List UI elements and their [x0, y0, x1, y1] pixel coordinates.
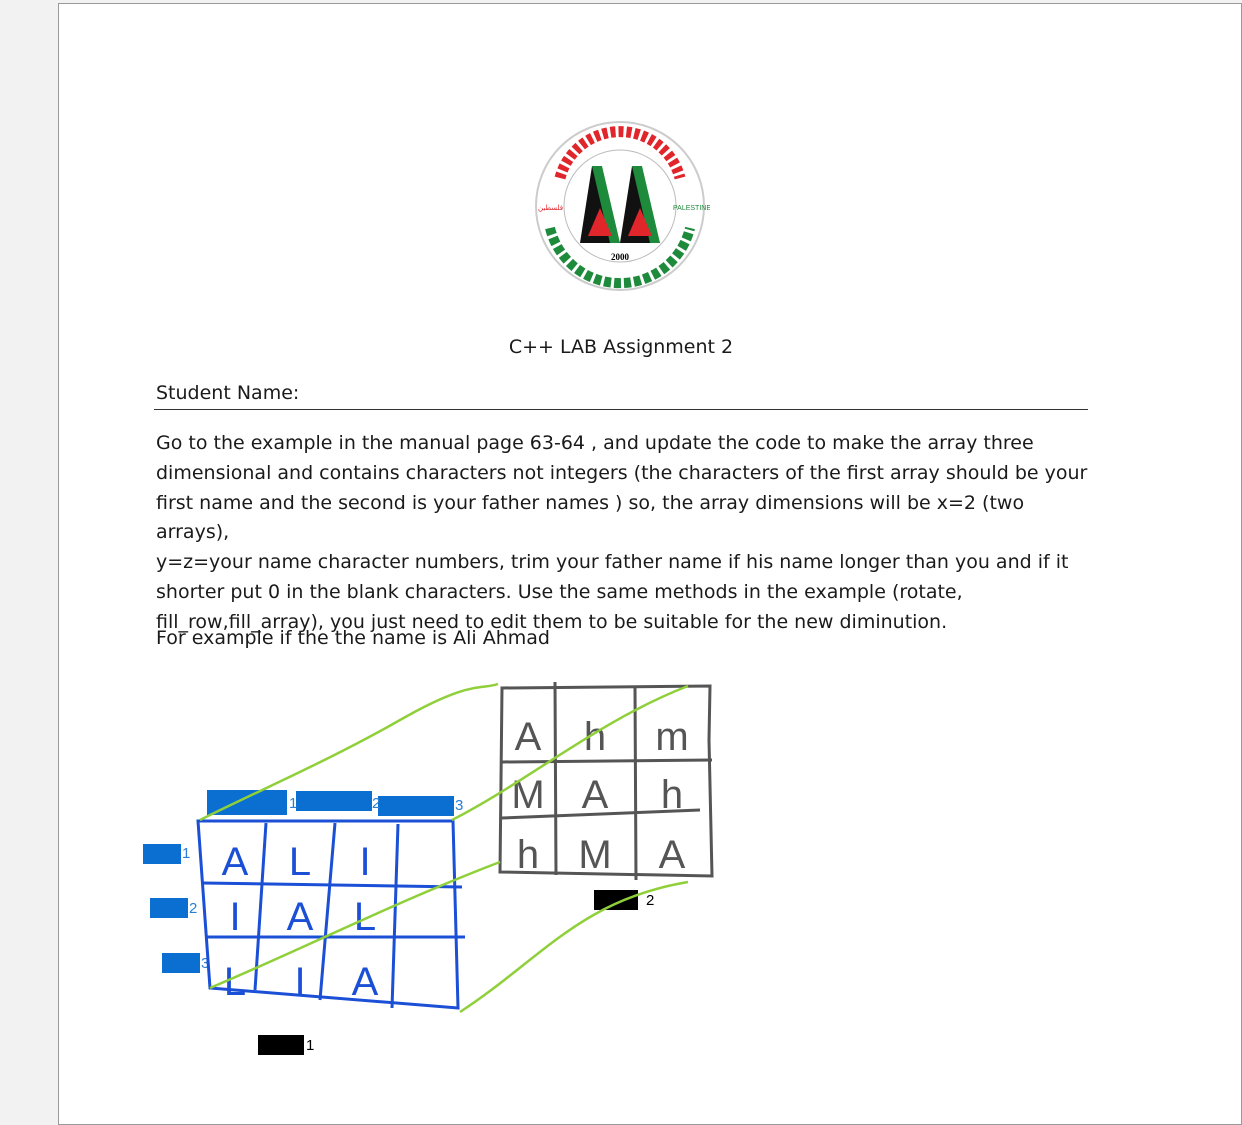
array1-cell: L	[224, 960, 246, 1004]
redaction-box	[162, 953, 200, 973]
redaction-box	[150, 898, 188, 918]
paragraph-line: fill_row,fill_array), you just need to e…	[156, 610, 948, 633]
paragraph-line: shorter put 0 in the blank characters. U…	[156, 580, 963, 603]
array1-cell: L	[289, 840, 311, 884]
redaction-box	[378, 796, 454, 816]
document-title: C++ LAB Assignment 2	[508, 336, 734, 358]
array2-cell: h	[584, 715, 606, 759]
array2-cell: m	[655, 715, 688, 759]
paragraph-line: y=z=your name character numbers, trim yo…	[156, 551, 1069, 574]
paragraph-line: Go to the example in the manual page 63-…	[156, 432, 1034, 454]
array2-cell: M	[511, 773, 544, 817]
array2-cell: M	[578, 833, 611, 877]
array1-grid	[196, 819, 465, 1010]
array2-cell: h	[517, 833, 539, 877]
array2-grid	[498, 681, 714, 881]
array1-cell: L	[354, 895, 376, 939]
row-label: 2	[189, 900, 198, 917]
array1-cell: A	[287, 895, 314, 939]
logo-year: 2000	[611, 252, 630, 262]
column-label: 1	[289, 795, 298, 812]
paragraph-line: first name and the second is your father…	[156, 491, 1025, 544]
array1-caption: 1	[306, 1037, 315, 1054]
paragraph-line: dimensional and contains characters not …	[156, 461, 1088, 484]
redaction-box	[594, 890, 638, 910]
array1-cell: I	[359, 840, 370, 884]
logo-palestine-ar: فلسطين	[538, 204, 563, 212]
array2-caption: 2	[646, 892, 655, 909]
row-label: 1	[182, 845, 191, 862]
example-line: For example if the the name is Ali Ahmad	[156, 627, 550, 649]
university-logo: PALESTINE فلسطين 2000	[535, 121, 710, 291]
redaction-box	[258, 1035, 304, 1055]
column-label: 3	[455, 797, 464, 814]
array1-cell: I	[294, 960, 305, 1004]
array2-cell: A	[582, 773, 609, 817]
logo-palestine: PALESTINE	[673, 205, 710, 212]
instructions-paragraph: Go to the example in the manual page 63-…	[156, 429, 1096, 638]
connector-lines	[199, 682, 689, 1014]
array2-cell: A	[515, 715, 542, 759]
array1-cell: A	[352, 960, 379, 1004]
divider	[154, 409, 1088, 410]
student-name-label: Student Name:	[156, 382, 300, 404]
row-label: 3	[201, 955, 210, 972]
redaction-box	[143, 844, 181, 864]
redaction-box	[296, 791, 372, 811]
array1-cell: I	[229, 895, 240, 939]
array1-cell: A	[222, 840, 249, 884]
array2-cell: h	[661, 773, 683, 817]
column-label: 2	[372, 795, 381, 812]
array2-cell: A	[659, 833, 686, 877]
